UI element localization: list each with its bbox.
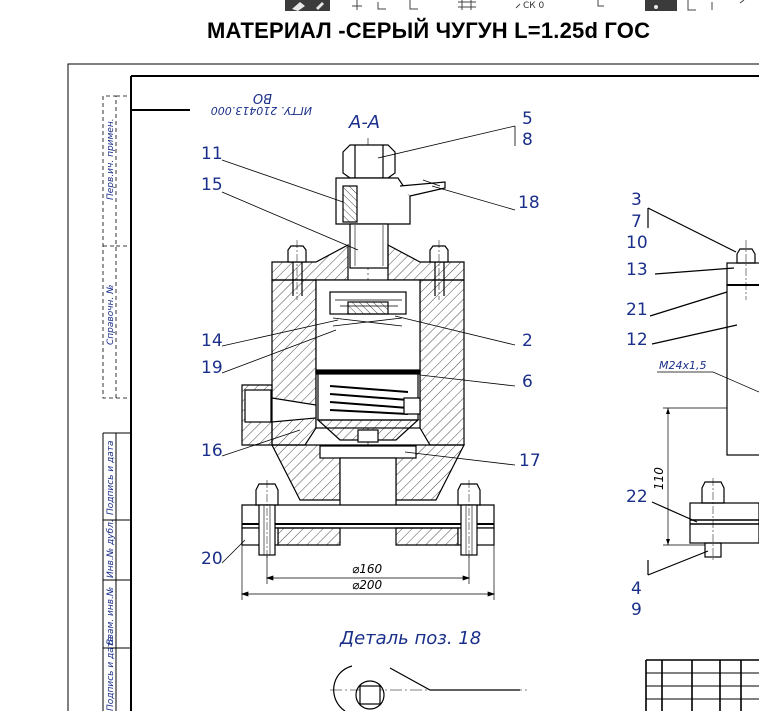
leader-lines	[221, 125, 516, 564]
tangent-icon[interactable]	[409, 0, 418, 10]
callout-22: 22	[626, 487, 648, 507]
callout-10: 10	[626, 233, 648, 253]
callout-11: 11	[201, 144, 223, 164]
callout-16: 16	[201, 441, 223, 461]
material-title: МАТЕРИАЛ -СЕРЫЙ ЧУГУН L=1.25d ГОС	[207, 18, 651, 43]
side-view-drawing	[647, 207, 759, 576]
callout-18: 18	[518, 193, 540, 213]
toolbar-dark-button[interactable]	[285, 0, 330, 11]
callout-numbers: 5 8 11 15 18 14 19 2 6 16 17 20	[201, 109, 541, 569]
side-label-first-use: Перв.ич. примен.	[106, 118, 116, 200]
callout-15: 15	[201, 175, 223, 195]
cad-toolbar: СК 0	[285, 0, 745, 11]
toolbar-active-button[interactable]	[645, 0, 677, 11]
dim-d200: ⌀200	[352, 578, 382, 592]
callout-9: 9	[631, 600, 642, 620]
dim-d160: ⌀160	[352, 562, 382, 576]
callout-13: 13	[626, 260, 648, 280]
thread-spec: M24x1,5	[659, 359, 707, 372]
side-label-signature: Подпись и дата	[106, 440, 116, 515]
side-label-dup-inv: Инв.№ дубл.	[106, 519, 116, 578]
ck-label[interactable]: СК 0	[523, 1, 545, 11]
edit-icon	[316, 2, 324, 10]
side-label-reference: Справочн. №	[106, 285, 116, 346]
pencil-icon	[292, 2, 305, 11]
callout-6: 6	[522, 372, 533, 392]
callout-20: 20	[201, 549, 223, 569]
dim-110: 110	[652, 467, 666, 490]
layer-icon[interactable]	[687, 0, 696, 11]
callout-12: 12	[626, 330, 648, 350]
side-label-replace-inv: Взам. инв.№	[106, 587, 116, 645]
snap-icon	[654, 5, 658, 9]
callout-8: 8	[522, 130, 533, 150]
upside-down-stamp: ИГТУ. 210413.000 ВО	[211, 90, 312, 117]
callout-5: 5	[522, 109, 533, 129]
callout-14: 14	[201, 331, 223, 351]
callout-3: 3	[631, 190, 642, 210]
detail-18-drawing	[330, 665, 530, 711]
callout-21: 21	[626, 300, 648, 320]
stamp-suffix: ВО	[253, 90, 272, 105]
stamp-code: ИГТУ. 210413.000	[211, 104, 312, 117]
angle-icon[interactable]	[377, 2, 386, 10]
outer-border	[67, 63, 759, 711]
callout-2: 2	[522, 331, 533, 351]
more-icon[interactable]	[739, 0, 745, 4]
grid-icon[interactable]	[458, 0, 476, 10]
callout-17: 17	[519, 451, 541, 471]
callout-19: 19	[201, 358, 223, 378]
valve-section-drawing	[241, 138, 495, 560]
title-block-fragment	[645, 659, 759, 711]
perpendicular-icon[interactable]	[352, 0, 362, 10]
dimension-lines	[240, 545, 496, 600]
side-stamp: Перв.ич. примен. Справочн. № Подпись и д…	[102, 95, 131, 711]
callout-7: 7	[631, 212, 642, 232]
side-view-callouts: 3 7 10 13 21 12 22 4 9 M24x1,5 110	[626, 190, 707, 620]
ortho-icon[interactable]	[597, 0, 604, 7]
detail-label: Деталь поз. 18	[339, 628, 481, 649]
section-label: А-А	[348, 112, 380, 133]
side-label-signature-2: Подпись и дата	[106, 636, 116, 711]
callout-4: 4	[631, 579, 642, 599]
inner-frame	[130, 75, 759, 711]
axis-icon[interactable]	[515, 3, 521, 9]
